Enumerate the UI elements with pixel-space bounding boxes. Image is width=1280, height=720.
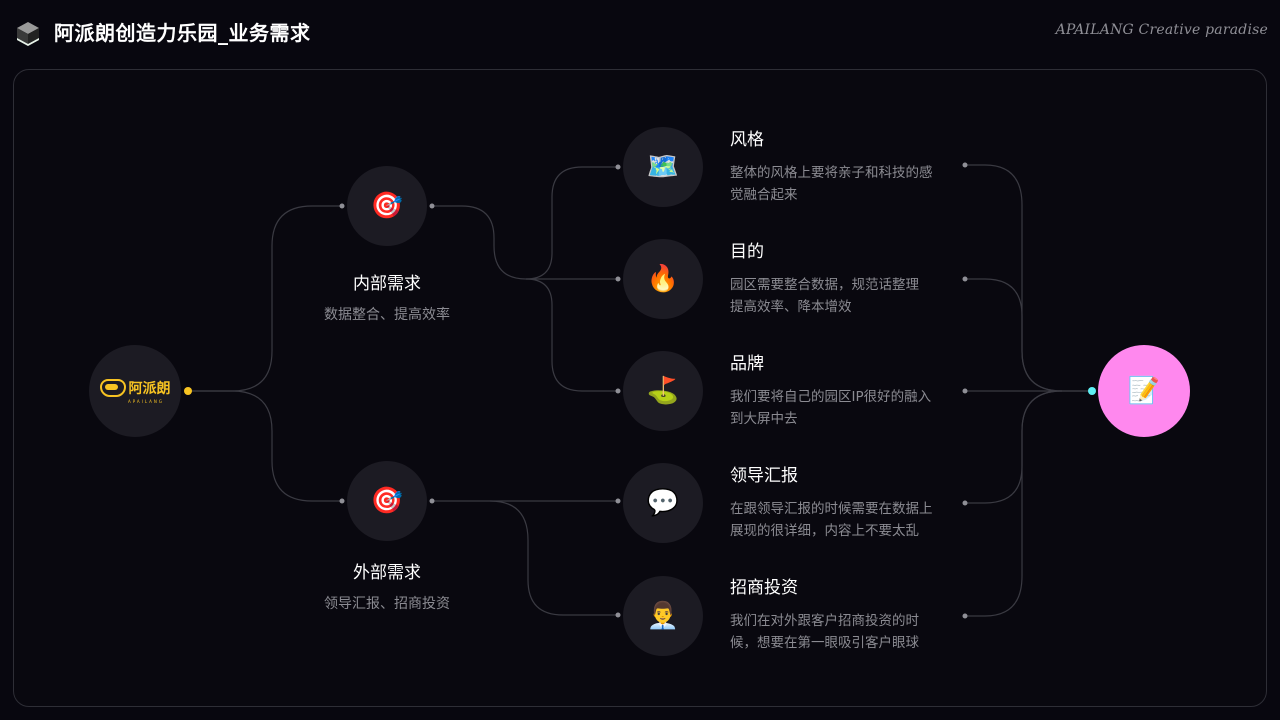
leaf-description: 我们在对外跟客户招商投资的时候，想要在第一眼吸引客户眼球 [730, 613, 919, 651]
leaf-investment-output-dot[interactable] [962, 613, 968, 619]
root-output-dot[interactable] [184, 387, 192, 395]
branch-title: 外部需求 [353, 563, 421, 583]
memo-pencil-icon: 📝 [1127, 376, 1161, 406]
world-map-icon: 🗺️ [646, 152, 680, 182]
leaf-leader-report-output-dot[interactable] [962, 500, 968, 506]
leaf-description: 在跟领导汇报的时候需要在数据上展现的很详细，内容上不要太乱 [730, 501, 933, 539]
branch-external-input-dot[interactable] [339, 498, 345, 504]
leaf-node-investment[interactable]: 👨‍💼 [623, 576, 703, 656]
fire-icon: 🔥 [646, 264, 680, 294]
dart-target-icon: 🎯 [370, 486, 404, 516]
branch-node-internal[interactable]: 🎯 [347, 166, 427, 246]
leaf-description: 整体的风格上要将亲子和科技的感觉融合起来 [730, 165, 933, 203]
leaf-purpose-output-dot[interactable] [962, 276, 968, 282]
branch-node-external[interactable]: 🎯 [347, 461, 427, 541]
leaf-text-style: 风格 整体的风格上要将亲子和科技的感觉融合起来 [730, 128, 960, 206]
branch-subtitle: 领导汇报、招商投资 [324, 596, 450, 612]
leaf-style-input-dot[interactable] [615, 164, 621, 170]
branch-title: 内部需求 [353, 274, 421, 294]
brand-name-en: APAILANG [128, 399, 164, 404]
leaf-title: 风格 [730, 130, 764, 150]
leaf-brand-output-dot[interactable] [962, 388, 968, 394]
leaf-text-purpose: 目的 园区需要整合数据，规范话整理提高效率、降本增效 [730, 240, 960, 318]
office-worker-icon: 👨‍💼 [646, 601, 680, 631]
root-node-apailang[interactable]: 阿派朗 APAILANG [89, 345, 181, 437]
leaf-description: 园区需要整合数据，规范话整理提高效率、降本增效 [730, 277, 919, 315]
target-node-requirements[interactable]: 📝 [1098, 345, 1190, 437]
golf-flag-icon: ⛳ [646, 376, 680, 406]
leaf-text-brand: 品牌 我们要将自己的园区IP很好的融入到大屏中去 [730, 352, 960, 430]
branch-label-internal: 内部需求 数据整合、提高效率 [287, 272, 487, 326]
leaf-title: 目的 [730, 242, 764, 262]
leaf-purpose-input-dot[interactable] [615, 276, 621, 282]
leaf-text-investment: 招商投资 我们在对外跟客户招商投资的时候，想要在第一眼吸引客户眼球 [730, 576, 960, 654]
branch-internal-input-dot[interactable] [339, 203, 345, 209]
leaf-title: 招商投资 [730, 578, 798, 598]
cube-icon [17, 22, 39, 46]
leaf-description: 我们要将自己的园区IP很好的融入到大屏中去 [730, 389, 932, 427]
leaf-investment-input-dot[interactable] [615, 612, 621, 618]
leaf-text-leader-report: 领导汇报 在跟领导汇报的时候需要在数据上展现的很详细，内容上不要太乱 [730, 464, 960, 542]
leaf-node-purpose[interactable]: 🔥 [623, 239, 703, 319]
leaf-node-leader-report[interactable]: 💬 [623, 463, 703, 543]
speech-bubble-icon: 💬 [646, 488, 680, 518]
leaf-title: 领导汇报 [730, 466, 798, 486]
branch-label-external: 外部需求 领导汇报、招商投资 [287, 561, 487, 615]
leaf-node-style[interactable]: 🗺️ [623, 127, 703, 207]
leaf-node-brand[interactable]: ⛳ [623, 351, 703, 431]
leaf-title: 品牌 [730, 354, 764, 374]
branch-internal-output-dot[interactable] [429, 203, 435, 209]
cup-icon [99, 379, 126, 397]
leaf-style-output-dot[interactable] [962, 162, 968, 168]
dart-target-icon: 🎯 [370, 191, 404, 221]
header: 阿派朗创造力乐园_业务需求 APAILANG Creative paradise [0, 0, 1280, 66]
leaf-leader-report-input-dot[interactable] [615, 498, 621, 504]
page-title: 阿派朗创造力乐园_业务需求 [54, 21, 311, 45]
branch-subtitle: 数据整合、提高效率 [324, 307, 450, 323]
brand-tagline: APAILANG Creative paradise [1055, 22, 1268, 38]
apailang-logo-icon: 阿派朗 APAILANG [99, 378, 171, 404]
branch-external-output-dot[interactable] [429, 498, 435, 504]
leaf-brand-input-dot[interactable] [615, 388, 621, 394]
target-input-dot[interactable] [1088, 387, 1096, 395]
brand-name-cn: 阿派朗 [128, 381, 171, 397]
